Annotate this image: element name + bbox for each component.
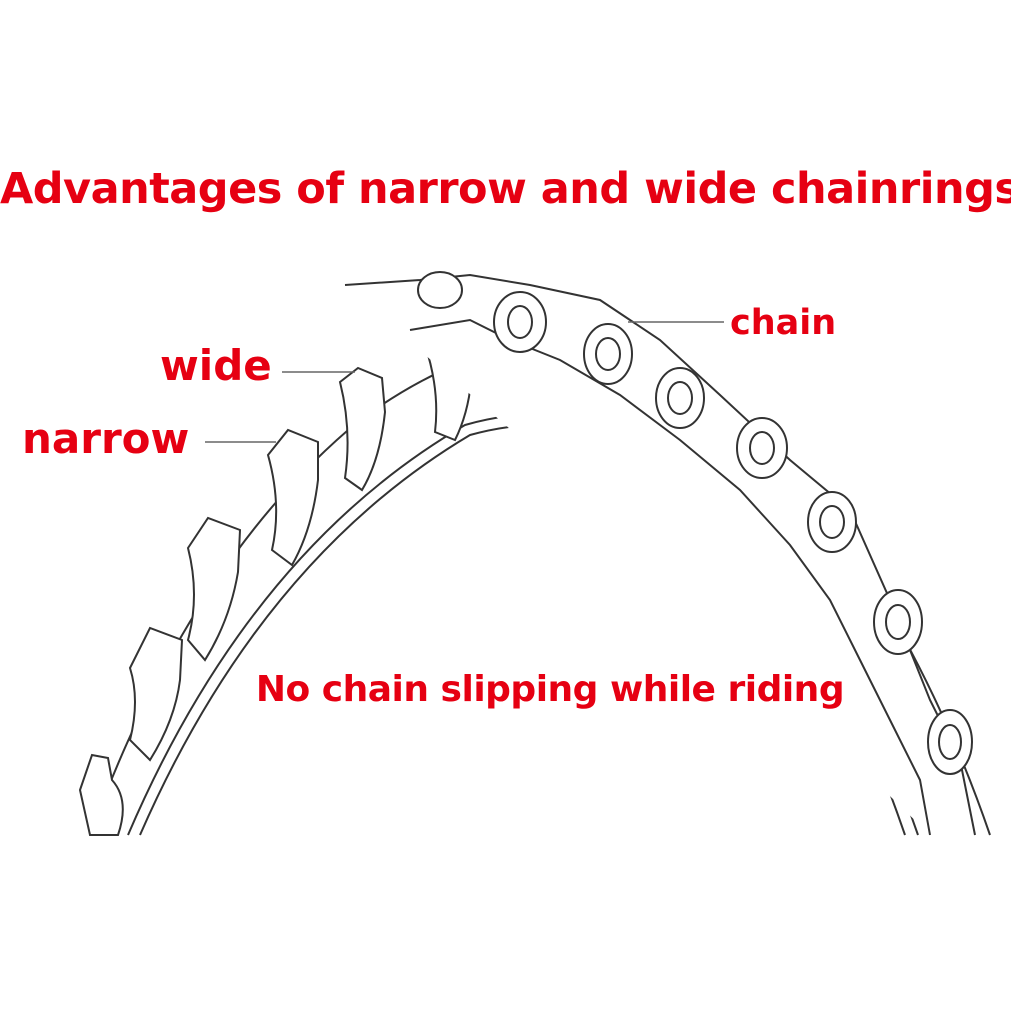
tooth-2 — [128, 626, 184, 762]
chain-pin-4 — [667, 381, 693, 415]
chain-pin-5 — [749, 431, 775, 465]
tooth-4 — [266, 428, 319, 567]
chain-pin-2 — [507, 305, 533, 339]
chain-pin-8 — [938, 724, 962, 760]
tooth-3 — [186, 516, 242, 662]
chain-label: chain — [730, 303, 837, 343]
caption: No chain slipping while riding — [255, 669, 845, 710]
chain — [344, 271, 976, 836]
tooth-5 — [338, 366, 387, 492]
chain-pin-7 — [885, 604, 911, 640]
narrow-tooth-label: narrow — [22, 414, 190, 463]
tooth-1 — [78, 753, 124, 836]
chain-pin-3 — [595, 337, 621, 371]
leader-lines — [205, 321, 724, 443]
diagram-title: Advantages of narrow and wide chainrings — [0, 164, 1011, 214]
wide-tooth-label: wide — [160, 341, 272, 390]
chain-link-1 — [417, 271, 463, 309]
chainring-teeth — [78, 328, 607, 836]
chain-pin-6 — [819, 505, 845, 539]
